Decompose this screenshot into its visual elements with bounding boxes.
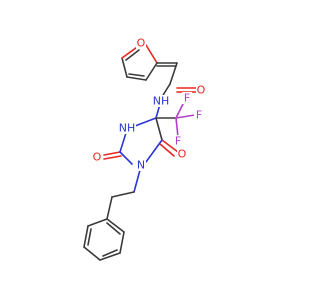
- ring-nh-label: NH: [119, 122, 136, 135]
- fluorine-2-label: F: [196, 109, 202, 122]
- bond-c4-c5-ring: [155, 117, 163, 141]
- bond-ph-double-1: [87, 228, 92, 246]
- bond-c4-c5: [121, 57, 128, 78]
- bond-c5-n1: [145, 139, 163, 163]
- bond-ch2b-phenyl: [106, 196, 113, 220]
- furan-o-label-bg: [136, 37, 146, 49]
- carbonyl-oxygen-right-label: O: [178, 148, 187, 161]
- f1-label-bg: [182, 92, 192, 104]
- amide-o-label-bg: [196, 84, 206, 96]
- bond-ph-c5-c6: [119, 231, 125, 254]
- bond-ph-c3-c4: [83, 246, 101, 261]
- bond-c4-nh-ring: [134, 117, 157, 127]
- carbonyl-oxygen-left-label: O: [93, 151, 102, 164]
- bond-c6-o: [169, 62, 178, 85]
- bond-ph-c2-c3: [83, 225, 89, 248]
- molecule-structure-diagram: O O NH F F F NH N O O: [83, 37, 206, 261]
- bond-ph-double-2: [102, 249, 118, 257]
- carbonyl-o-right-label-bg: [177, 148, 187, 160]
- ring-nh-label-bg: [118, 122, 136, 134]
- bond-c5-o-ring-double: [159, 143, 175, 157]
- amide-nh-label-bg: [152, 95, 170, 107]
- bond-c3-c4-double: [128, 73, 145, 77]
- atom-labels: O O NH F F F NH N O O: [92, 37, 206, 172]
- f2-label-bg: [194, 109, 204, 121]
- bond-c3-c4: [126, 76, 147, 81]
- carbonyl-o-left-label-bg: [92, 151, 102, 163]
- amide-nh-label: NH: [153, 95, 170, 108]
- bond-c2-n1: [119, 151, 133, 165]
- furan-oxygen-label: O: [137, 37, 146, 50]
- bond-c2-c3: [145, 62, 158, 81]
- ring-nitrogen-label: N: [137, 159, 145, 172]
- hydantoin-ring: [103, 99, 196, 165]
- f3-label-bg: [173, 135, 183, 147]
- bond-c2-o-ring-double: [103, 155, 122, 160]
- bond-c5-o1-double: [125, 49, 140, 61]
- phenethyl-chain: [106, 169, 141, 220]
- bond-nh-c2-ring: [119, 132, 127, 153]
- fluorine-3-label: F: [175, 135, 181, 148]
- fluorine-1-label: F: [184, 92, 190, 105]
- bond-ph-c4-c5: [99, 252, 121, 261]
- bond-cf3-f2: [175, 114, 196, 119]
- bond-c5-o-ring: [161, 139, 179, 153]
- bond-ph-double-3: [106, 222, 121, 235]
- bond-ch2a-ch2b: [111, 191, 135, 198]
- ring-n-label-bg: [136, 159, 146, 171]
- bond-ph-c1-c2: [87, 218, 108, 227]
- bond-o1-c2: [145, 44, 158, 64]
- bond-n1-ch2a: [133, 169, 141, 193]
- furan-ring: [121, 44, 158, 81]
- bond-cf3-f3: [175, 117, 179, 138]
- bond-c2-o-ring: [103, 151, 121, 156]
- bond-ph-c6-c1: [106, 218, 125, 233]
- amide-oxygen-label: O: [197, 84, 206, 97]
- phenyl-ring: [83, 218, 125, 261]
